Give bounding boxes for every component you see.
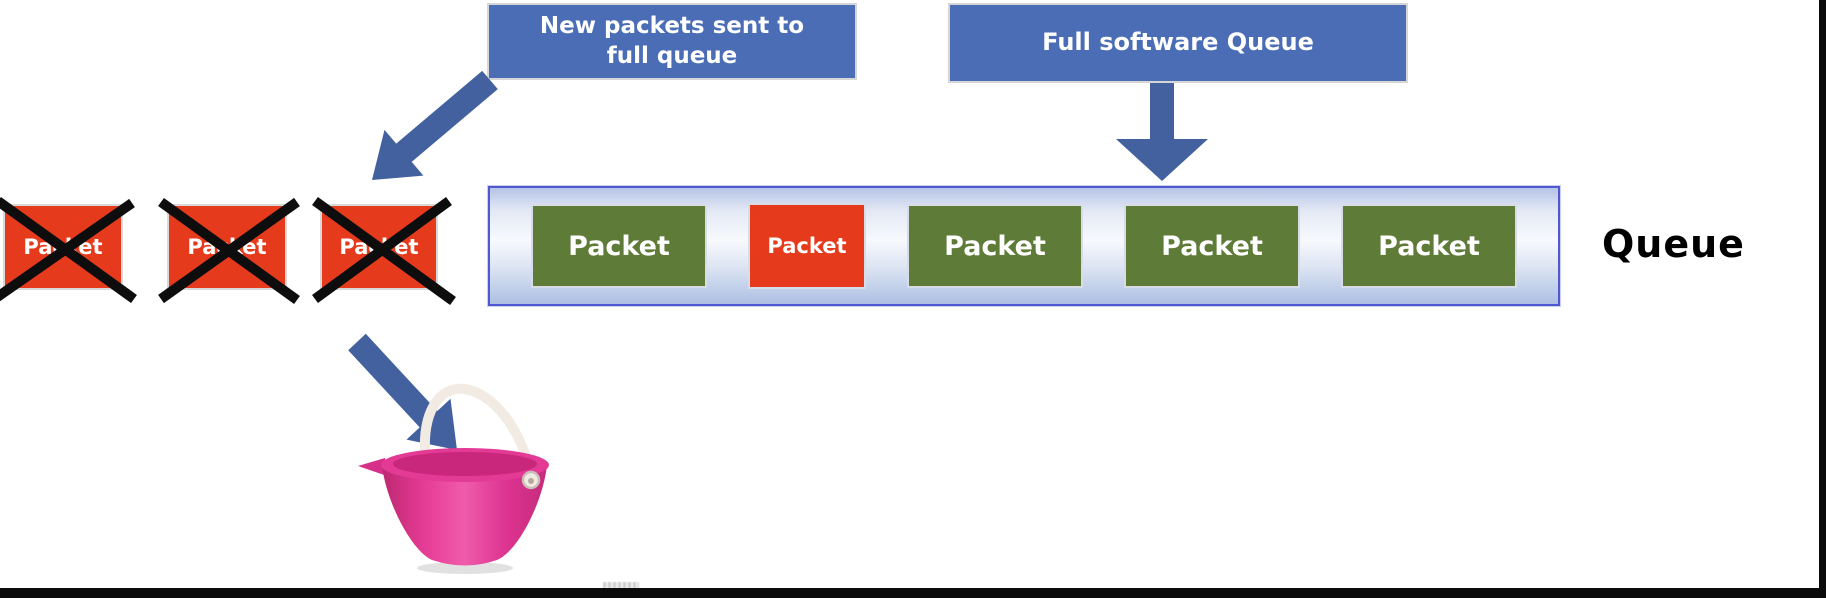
callout-new-packets-line2: full queue: [606, 42, 738, 69]
callout-new-packets: New packets sent to full queue: [487, 3, 857, 80]
queue-title: Queue: [1602, 222, 1745, 266]
callout-full-queue: Full software Queue: [948, 3, 1408, 83]
dropped-packet-label: Packet: [23, 235, 103, 259]
dropped-packet: Packet: [312, 196, 456, 306]
queue-container: Packet Packet Packet Packet Packet: [487, 185, 1561, 307]
bottom-border-bar: [0, 588, 1826, 598]
arrow-down-left-icon: [372, 70, 498, 180]
bucket-icon: [358, 383, 549, 574]
callout-new-packets-line1: New packets sent to: [539, 12, 805, 39]
queue-packet: Packet: [1341, 204, 1517, 288]
watermark-smudge: [603, 582, 639, 588]
queue-packet-highlighted: Packet: [748, 203, 866, 289]
arrow-down-icon: [1116, 83, 1208, 181]
dropped-packet: Packet: [0, 196, 137, 304]
queue-packet: Packet: [531, 204, 707, 288]
callout-full-queue-label: Full software Queue: [1042, 28, 1314, 57]
queue-packet: Packet: [1124, 204, 1300, 288]
right-border-bar: [1819, 0, 1826, 598]
queue-packet: Packet: [907, 204, 1083, 288]
dropped-packet-label: Packet: [339, 235, 419, 259]
dropped-packet-label: Packet: [187, 235, 267, 259]
dropped-packet: Packet: [158, 197, 300, 305]
